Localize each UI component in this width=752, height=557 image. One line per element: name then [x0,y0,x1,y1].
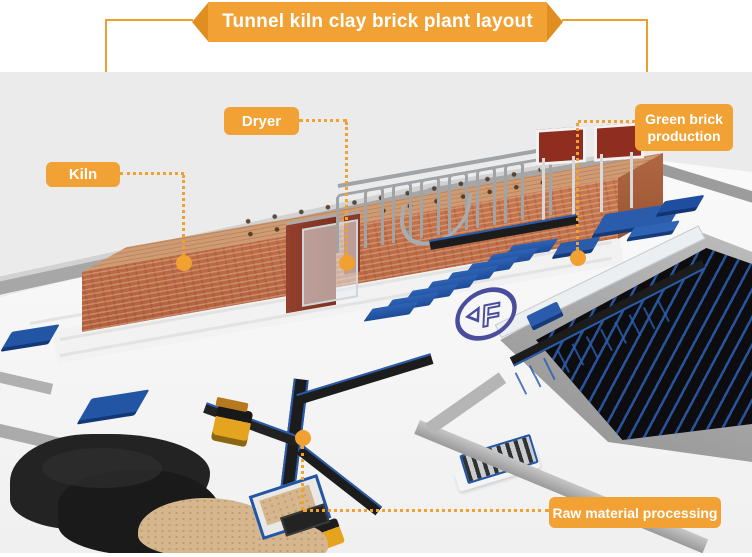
raw-material-leader-h [303,509,549,512]
bracket-line-left-v [105,19,107,72]
bracket-line-right-v [646,19,648,72]
dryer-leader-v [345,122,348,255]
page-title: Tunnel kiln clay brick plant layout [222,11,533,32]
kiln-leader-h [120,172,184,175]
kiln-label: Kiln [46,162,120,187]
clay-pile-highlight [42,448,162,488]
logo-triangle-icon [464,305,480,323]
green-brick-leader-h [578,120,635,123]
raw-material-label: Raw material processing [549,497,721,528]
bracket-line-right-h [562,19,648,21]
title-banner: Tunnel kiln clay brick plant layout [192,2,563,42]
green-brick-leader-v [576,123,579,250]
kiln-label-text: Kiln [68,166,98,183]
dryer-label: Dryer [224,107,299,135]
dryer-marker-dot [339,255,355,271]
logo-letter: F [481,296,501,334]
kiln-leader-v [182,175,185,255]
dryer-label-text: Dryer [241,112,282,130]
green-brick-marker-dot [570,250,586,266]
dryer-leader-h [299,119,347,122]
sign-pole [542,158,545,222]
raw-material-leader-v [301,446,304,510]
company-logo: F [451,281,521,347]
wheel-loader [210,404,254,448]
green-brick-label-text: Green brick production [645,111,723,144]
sand-pile [256,524,328,553]
sign-pole [572,156,575,218]
bracket-line-left-h [105,19,193,21]
kiln-marker-dot [176,255,192,271]
sign-pole [630,152,633,208]
raw-material-marker-dot [295,430,311,446]
green-brick-label: Green brick production [635,104,733,151]
sign-pole [600,154,603,212]
title-banner-face [208,2,547,42]
plant-scene: F Kiln [0,72,752,553]
raw-material-label-text: Raw material processing [552,504,718,521]
